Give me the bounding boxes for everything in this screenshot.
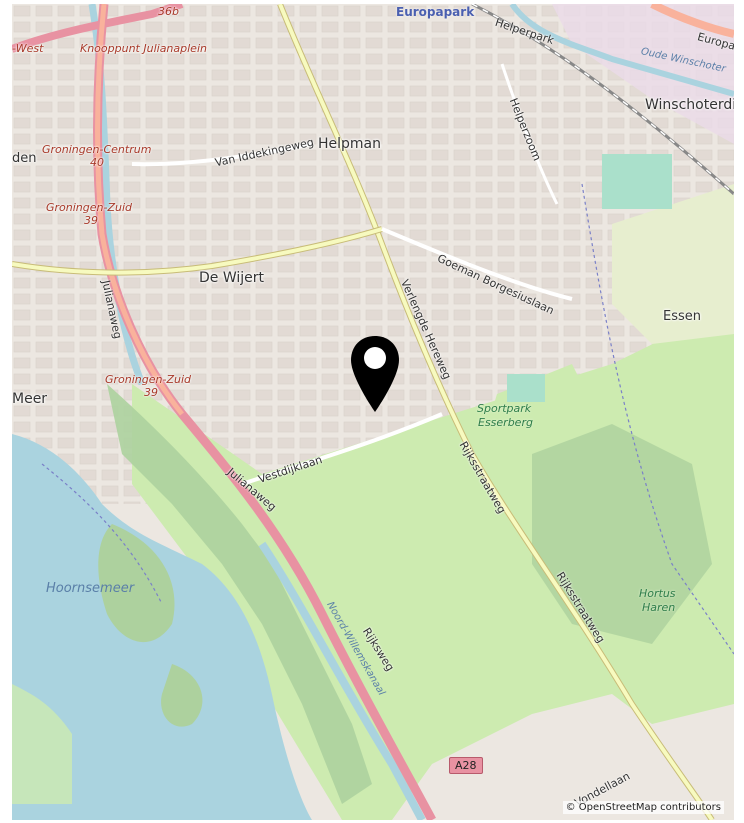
lake-island (98, 524, 175, 643)
exit-groningen-centrum-label: Groningen-Centrum (42, 143, 152, 156)
van-iddekingeweg (131, 142, 313, 167)
park-haren-label: Haren (642, 601, 676, 614)
industrial-area (552, 4, 734, 144)
park-esserberg-label: Esserberg (478, 416, 533, 429)
exit-39-label: 39 (84, 214, 98, 227)
boundary-west (41, 463, 163, 605)
wijert-road (12, 227, 383, 275)
exit-groningen-zuid-label: Groningen-Zuid (46, 201, 133, 214)
helperzoom (500, 63, 559, 205)
exit-40-label: 40 (90, 156, 104, 169)
exit-36b-label: 36b (158, 5, 179, 18)
motorway-ring (12, 4, 184, 53)
hereweg-road (278, 4, 714, 820)
noord-willemskanaal (258, 541, 426, 820)
water-hoornsemeer: Hoornsemeer (46, 581, 135, 596)
exit-39-label-2: 39 (144, 386, 158, 399)
road-shield-a28: A28 (449, 757, 483, 774)
marina-area (12, 684, 72, 804)
place-winschoterdiep: Winschoterdie (645, 97, 734, 113)
hortus-forest (532, 424, 712, 644)
sports-fields (602, 154, 672, 209)
lake-island-small (161, 664, 203, 727)
map-pin-icon[interactable] (349, 334, 401, 414)
farmland-east (612, 184, 734, 344)
place-helpman: Helpman (318, 136, 382, 152)
julianaweg-trunk (95, 4, 184, 416)
place-meer: Meer (12, 391, 48, 407)
vestdijklaan (241, 412, 443, 486)
goeman-borgesiuslaan (381, 227, 573, 301)
railway-dash (471, 4, 734, 195)
oude-winschoterdiep (509, 4, 734, 97)
junction-west-label: -West (12, 42, 44, 55)
park-hortus-label: Hortus (639, 587, 676, 600)
park-sportpark-label: Sportpark (477, 402, 532, 415)
map-canvas[interactable]: Helpman De Wijert Essen Winschoterdie Me… (12, 4, 734, 820)
motorway-greenbelt (107, 384, 372, 804)
place-essen: Essen (663, 309, 701, 324)
europaweg-trunk (650, 4, 734, 38)
map-tiles (12, 4, 734, 820)
sports-pitch (507, 374, 545, 402)
place-den: den (12, 151, 37, 166)
place-de-wijert: De Wijert (199, 270, 265, 286)
station-europapark[interactable]: Europapark (396, 5, 475, 19)
junction-julianaplein-label: Knooppunt Julianaplein (80, 42, 207, 55)
exit-groningen-zuid-label-2: Groningen-Zuid (105, 373, 192, 386)
map-attribution[interactable]: © OpenStreetMap contributors (562, 801, 724, 814)
